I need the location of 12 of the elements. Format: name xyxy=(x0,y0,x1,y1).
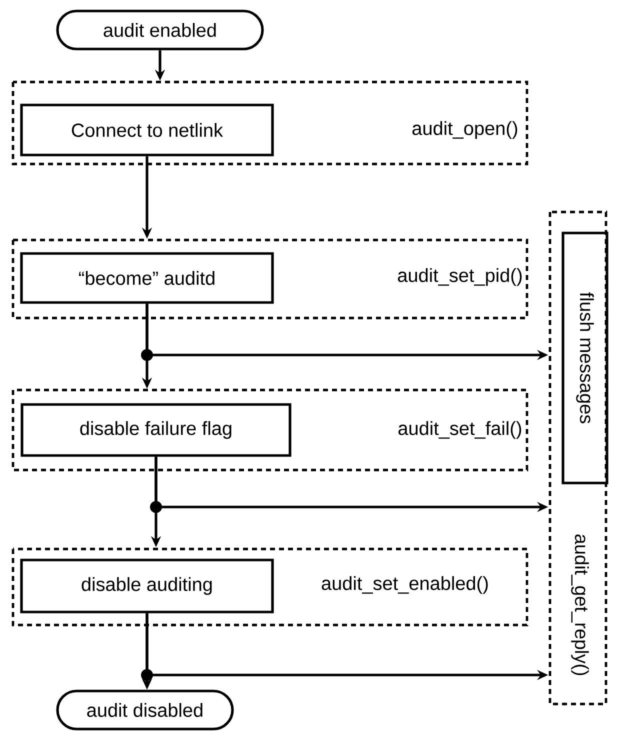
function-label: audit_open() xyxy=(412,121,518,139)
terminal-pill: audit disabled xyxy=(56,690,234,730)
process-box: Connect to netlink xyxy=(20,104,274,156)
process-box: disable failure flag xyxy=(20,403,292,457)
function-label: audit_set_fail() xyxy=(398,421,522,439)
process-box: flush messages xyxy=(562,232,608,484)
function-label: audit_set_enabled() xyxy=(322,576,488,594)
function-label: audit_set_pid() xyxy=(398,268,522,286)
function-label: audit_get_reply() xyxy=(571,534,589,676)
process-box: disable auditing xyxy=(20,558,274,614)
process-box: “become” auditd xyxy=(20,252,274,304)
terminal-pill: audit enabled xyxy=(56,10,264,50)
